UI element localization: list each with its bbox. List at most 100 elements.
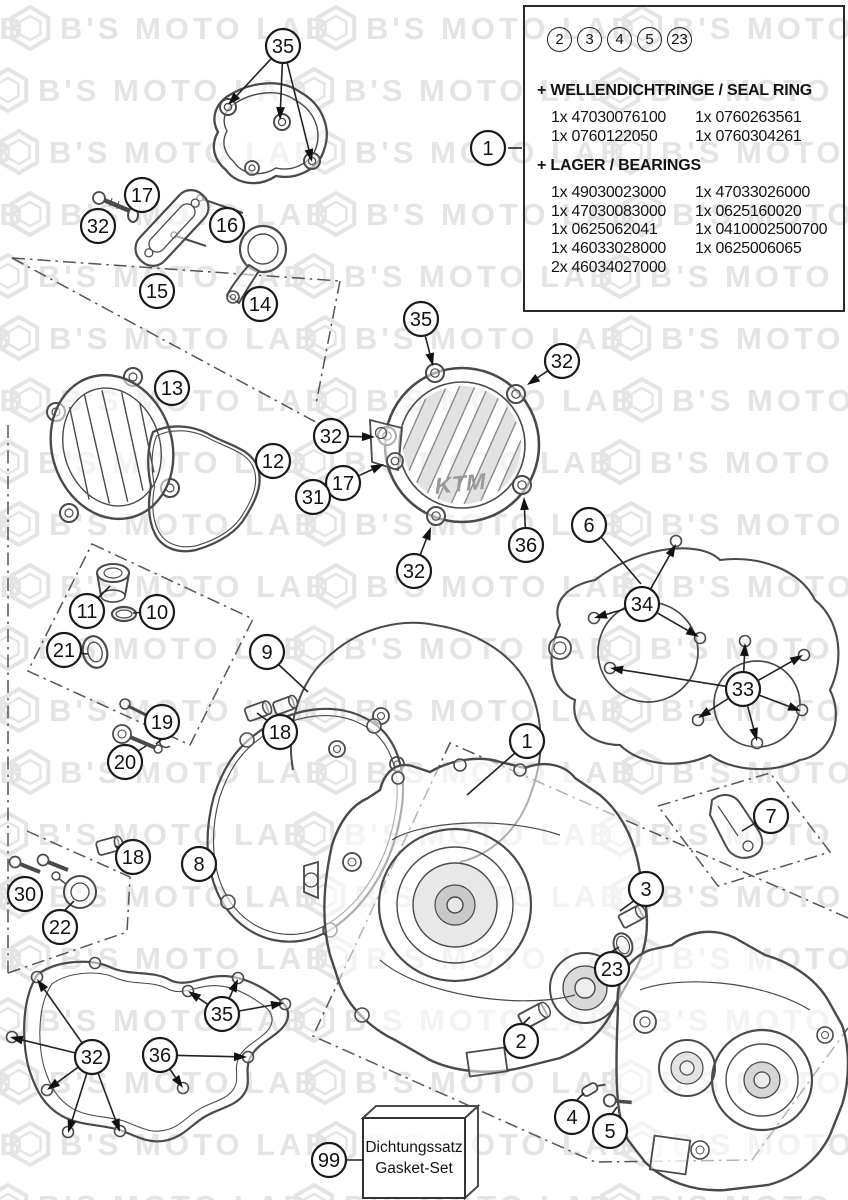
svg-text:18: 18 [122,847,144,869]
svg-text:12: 12 [262,451,284,473]
svg-text:32: 32 [87,216,109,238]
svg-text:15: 15 [146,281,168,303]
water-pump-cover [212,82,328,185]
svg-text:B'S MOTO LAB: B'S MOTO LAB [672,11,848,46]
ref-circle-5: 5 [637,27,662,52]
water-pump-inner-cover [134,189,210,267]
left-crankcase [303,757,649,1078]
svg-text:35: 35 [211,1004,233,1026]
part-number: 1x 47030083000 [551,202,667,220]
callout-17: 17 [324,464,384,502]
part-number: 1x 47033026000 [695,184,811,202]
svg-text:B'S MOTO LAB: B'S MOTO LAB [0,817,4,852]
svg-text:18: 18 [269,722,291,744]
callout-99: 99 [310,1141,363,1179]
o-ring-23 [612,932,634,958]
part-number: 1x 0410002500700 [695,221,828,239]
kickstart-stop-22 [51,871,97,909]
callout-31: 31 [294,478,332,516]
svg-text:22: 22 [49,917,71,939]
gasket-set-box: Dichtungssatz Gasket-Set [360,1103,481,1200]
part-number-row: 1x 49030023000 1x 47033026000 [551,184,837,203]
ref-circle-2: 2 [547,27,572,52]
part-number-row: 1x 0625062041 1x 0410002500700 [551,221,837,240]
callout-35: 35 [228,27,314,162]
part-number: 1x 0625062041 [551,221,658,239]
clutch-cover-gasket-12 [147,425,261,553]
svg-text:B'S MOTO LAB: B'S MOTO LAB [60,941,332,976]
callout-1: 1 [469,129,522,167]
svg-text:30: 30 [14,884,36,906]
svg-text:B'S MOTO LAB: B'S MOTO LAB [38,1189,310,1200]
part-number: 2x 46034027000 [551,258,667,276]
svg-text:B'S MOTO LAB: B'S MOTO LAB [0,321,15,356]
svg-text:19: 19 [151,712,173,734]
svg-text:10: 10 [146,602,168,624]
part-number-row: 1x 47030076100 1x 0760263561 [551,109,837,128]
svg-text:B'S MOTO LAB: B'S MOTO LAB [0,1003,4,1038]
svg-text:4: 4 [566,1107,577,1129]
svg-text:B'S MOTO LAB: B'S MOTO LAB [661,507,848,542]
o-ring-10 [110,605,138,623]
part-number: 1x 47030076100 [551,109,667,126]
svg-text:B'S MOTO LAB: B'S MOTO LAB [60,755,332,790]
callout-20: 20 [106,743,147,781]
svg-text:B'S MOTO LAB: B'S MOTO LAB [344,73,616,108]
svg-text:3: 3 [640,879,651,901]
callout-15: 15 [138,272,176,310]
svg-text:B'S MOTO LAB: B'S MOTO LAB [0,73,4,108]
callout-19: 19 [143,703,181,745]
svg-text:14: 14 [249,294,271,316]
callout-11: 11 [68,585,111,630]
svg-text:23: 23 [601,959,623,981]
callout-32: 32 [79,207,117,245]
bushing-18-left [95,835,124,856]
svg-text:B'S MOTO LAB: B'S MOTO LAB [650,73,848,108]
callout-33: 33 [610,643,803,741]
callout-1: 1 [466,722,546,796]
callout-7: 7 [741,797,790,835]
svg-text:36: 36 [149,1045,171,1067]
callout-18: 18 [114,838,152,876]
svg-text:B'S MOTO LAB: B'S MOTO LAB [0,879,15,914]
svg-text:6: 6 [583,515,594,537]
callout-30: 30 [6,875,44,913]
svg-text:32: 32 [403,561,425,583]
ref-circle-23: 23 [667,27,692,52]
svg-text:B'S MOTO LAB: B'S MOTO LAB [672,383,848,418]
svg-text:33: 33 [732,679,754,701]
svg-text:17: 17 [131,185,153,207]
svg-text:8: 8 [193,854,204,876]
svg-text:35: 35 [410,309,432,331]
oil-plug-11 [96,563,130,603]
part-number: 1x 0760263561 [695,109,802,126]
part-number-row: 2x 46034027000 [551,259,837,278]
callout-9: 9 [248,633,309,693]
svg-text:B'S MOTO LAB: B'S MOTO LAB [672,197,848,232]
callout-4: 4 [553,1092,591,1136]
svg-text:13: 13 [161,378,183,400]
svg-text:B'S MOTO LAB: B'S MOTO LAB [672,755,848,790]
callout-32: 32 [10,979,120,1133]
svg-text:7: 7 [765,806,776,828]
svg-text:32: 32 [551,351,573,373]
svg-text:1: 1 [482,138,493,160]
bolts-30 [8,853,69,874]
svg-text:B'S MOTO LAB: B'S MOTO LAB [672,569,848,604]
callout-8: 8 [180,845,218,883]
gasket-box-line2: Gasket-Set [375,1160,453,1177]
svg-text:B'S MOTO LAB: B'S MOTO LAB [0,135,15,170]
part-number [695,259,837,278]
ktm-logo: KTM [433,468,488,499]
svg-text:2: 2 [515,1031,526,1053]
part-number: 1x 49030023000 [551,184,667,202]
callout-22: 22 [41,900,79,946]
callout-18: 18 [256,712,299,751]
svg-text:B'S MOTO LAB: B'S MOTO LAB [344,631,616,666]
section-title: + WELLENDICHTRINGE / SEAL RING [537,82,813,99]
water-pump-gasket-14 [225,224,288,305]
svg-text:17: 17 [332,473,354,495]
